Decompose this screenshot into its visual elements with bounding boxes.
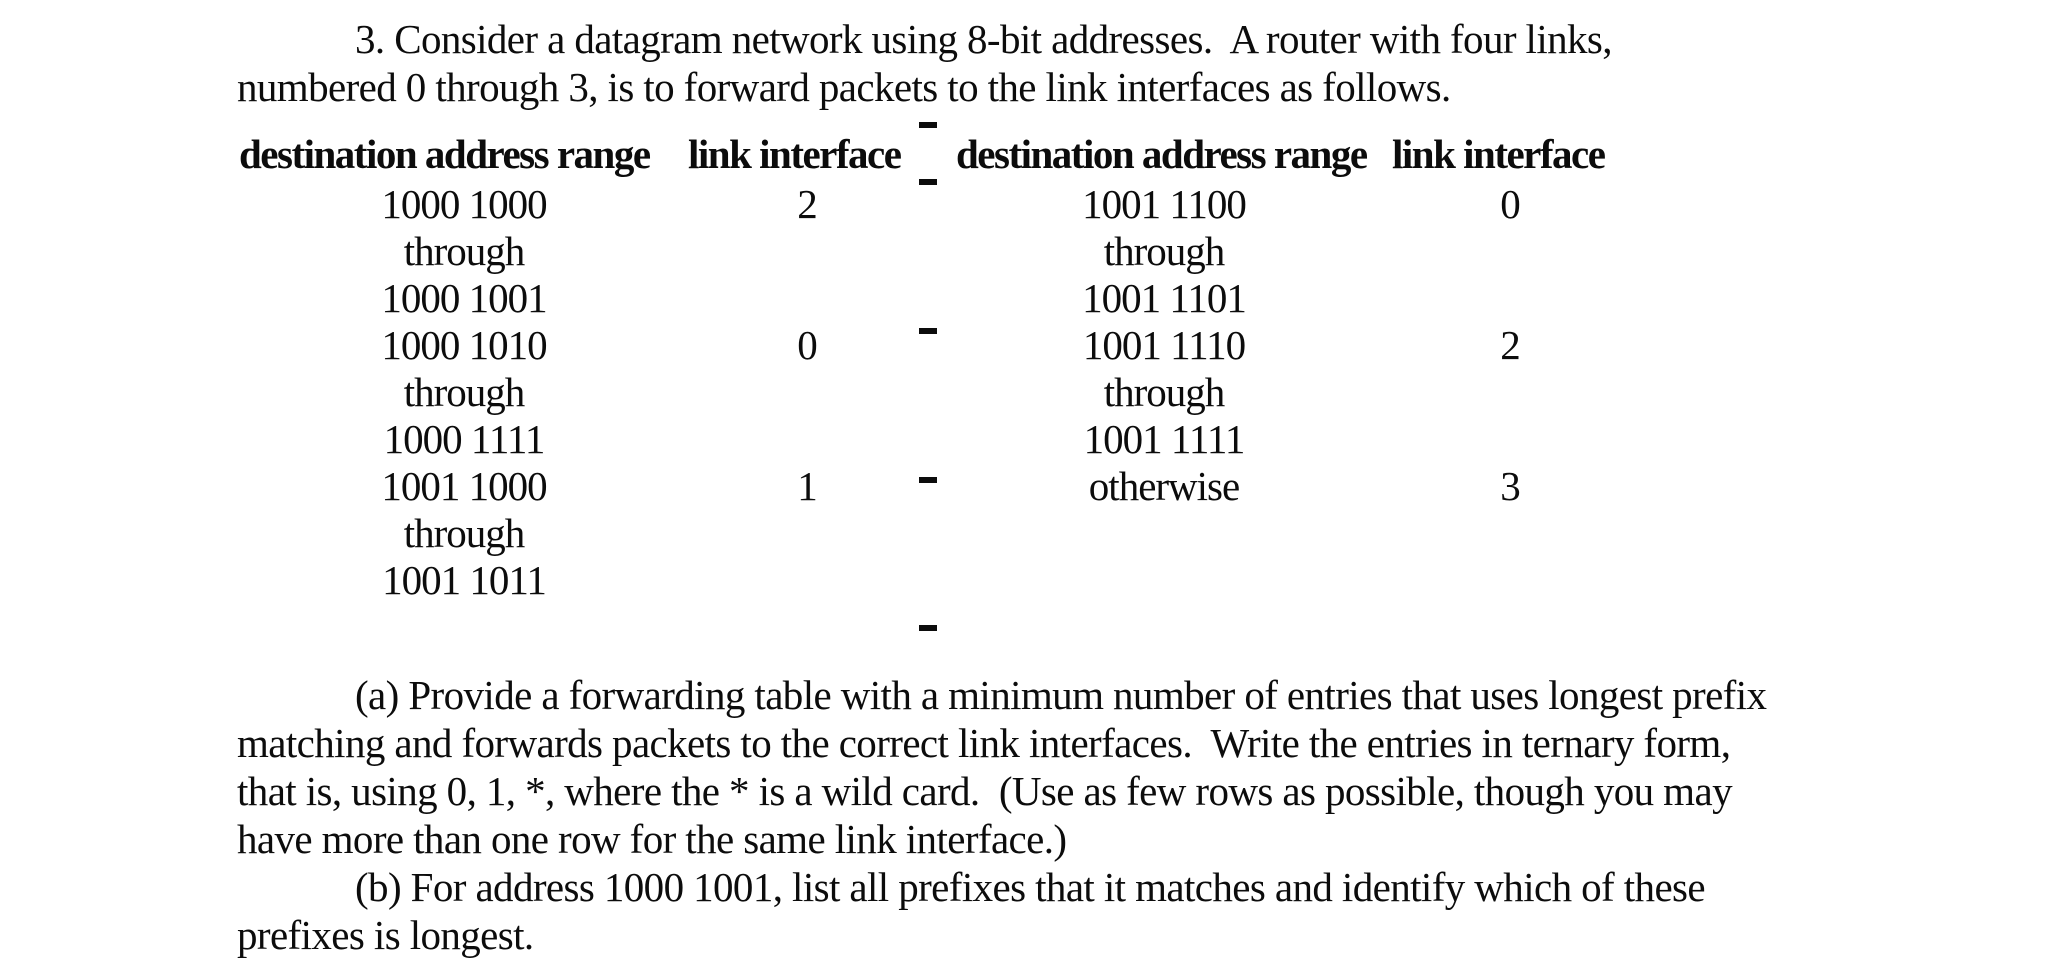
question-a-line-2: matching and forwards packets to the cor… bbox=[237, 720, 1731, 766]
table-header-left-range: destination address range bbox=[239, 131, 651, 177]
question-a-line-1: (a) Provide a forwarding table with a mi… bbox=[355, 672, 1767, 718]
question-b-line-2: prefixes is longest. bbox=[237, 912, 534, 958]
address-range-line: through bbox=[1103, 228, 1226, 274]
question-b-line-1: (b) For address 1000 1001, list all pref… bbox=[355, 864, 1706, 910]
address-range-line: 1000 1001 bbox=[381, 275, 547, 321]
link-interface-value: 1 bbox=[797, 463, 818, 509]
link-interface-value: 0 bbox=[1500, 181, 1521, 227]
address-range-line: 1001 1111 bbox=[1083, 416, 1246, 462]
address-range-line: through bbox=[1103, 369, 1226, 415]
table-header-right-interface: link interface bbox=[1392, 131, 1606, 177]
table-header-right-range: destination address range bbox=[956, 131, 1368, 177]
address-range-line: otherwise bbox=[1088, 463, 1240, 509]
table-separator-dash bbox=[919, 477, 937, 483]
problem-intro-line-1: 3. Consider a datagram network using 8-b… bbox=[355, 16, 1613, 62]
address-range-line: 1001 1101 bbox=[1082, 275, 1247, 321]
link-interface-value: 0 bbox=[797, 322, 818, 368]
problem-intro-line-2: numbered 0 through 3, is to forward pack… bbox=[237, 64, 1451, 110]
link-interface-value: 2 bbox=[1500, 322, 1521, 368]
table-separator-dash bbox=[919, 179, 937, 185]
address-range-line: 1000 1010 bbox=[381, 322, 547, 368]
address-range-line: 1001 1110 bbox=[1082, 322, 1246, 368]
question-a-line-4: have more than one row for the same link… bbox=[237, 816, 1067, 862]
link-interface-value: 2 bbox=[797, 181, 818, 227]
address-range-line: 1000 1000 bbox=[381, 181, 547, 227]
question-a-line-3: that is, using 0, 1, *, where the * is a… bbox=[237, 768, 1733, 814]
table-header-left-interface: link interface bbox=[688, 131, 902, 177]
table-separator-dash bbox=[919, 328, 937, 334]
address-range-line: 1001 1000 bbox=[381, 463, 547, 509]
table-separator-dash bbox=[919, 122, 937, 128]
address-range-line: through bbox=[403, 369, 526, 415]
address-range-line: through bbox=[403, 510, 526, 556]
address-range-line: 1001 1011 bbox=[382, 557, 547, 603]
address-range-line: 1001 1100 bbox=[1082, 181, 1247, 227]
table-separator-dash bbox=[919, 625, 937, 631]
address-range-line: 1000 1111 bbox=[383, 416, 546, 462]
address-range-line: through bbox=[403, 228, 526, 274]
link-interface-value: 3 bbox=[1500, 463, 1521, 509]
